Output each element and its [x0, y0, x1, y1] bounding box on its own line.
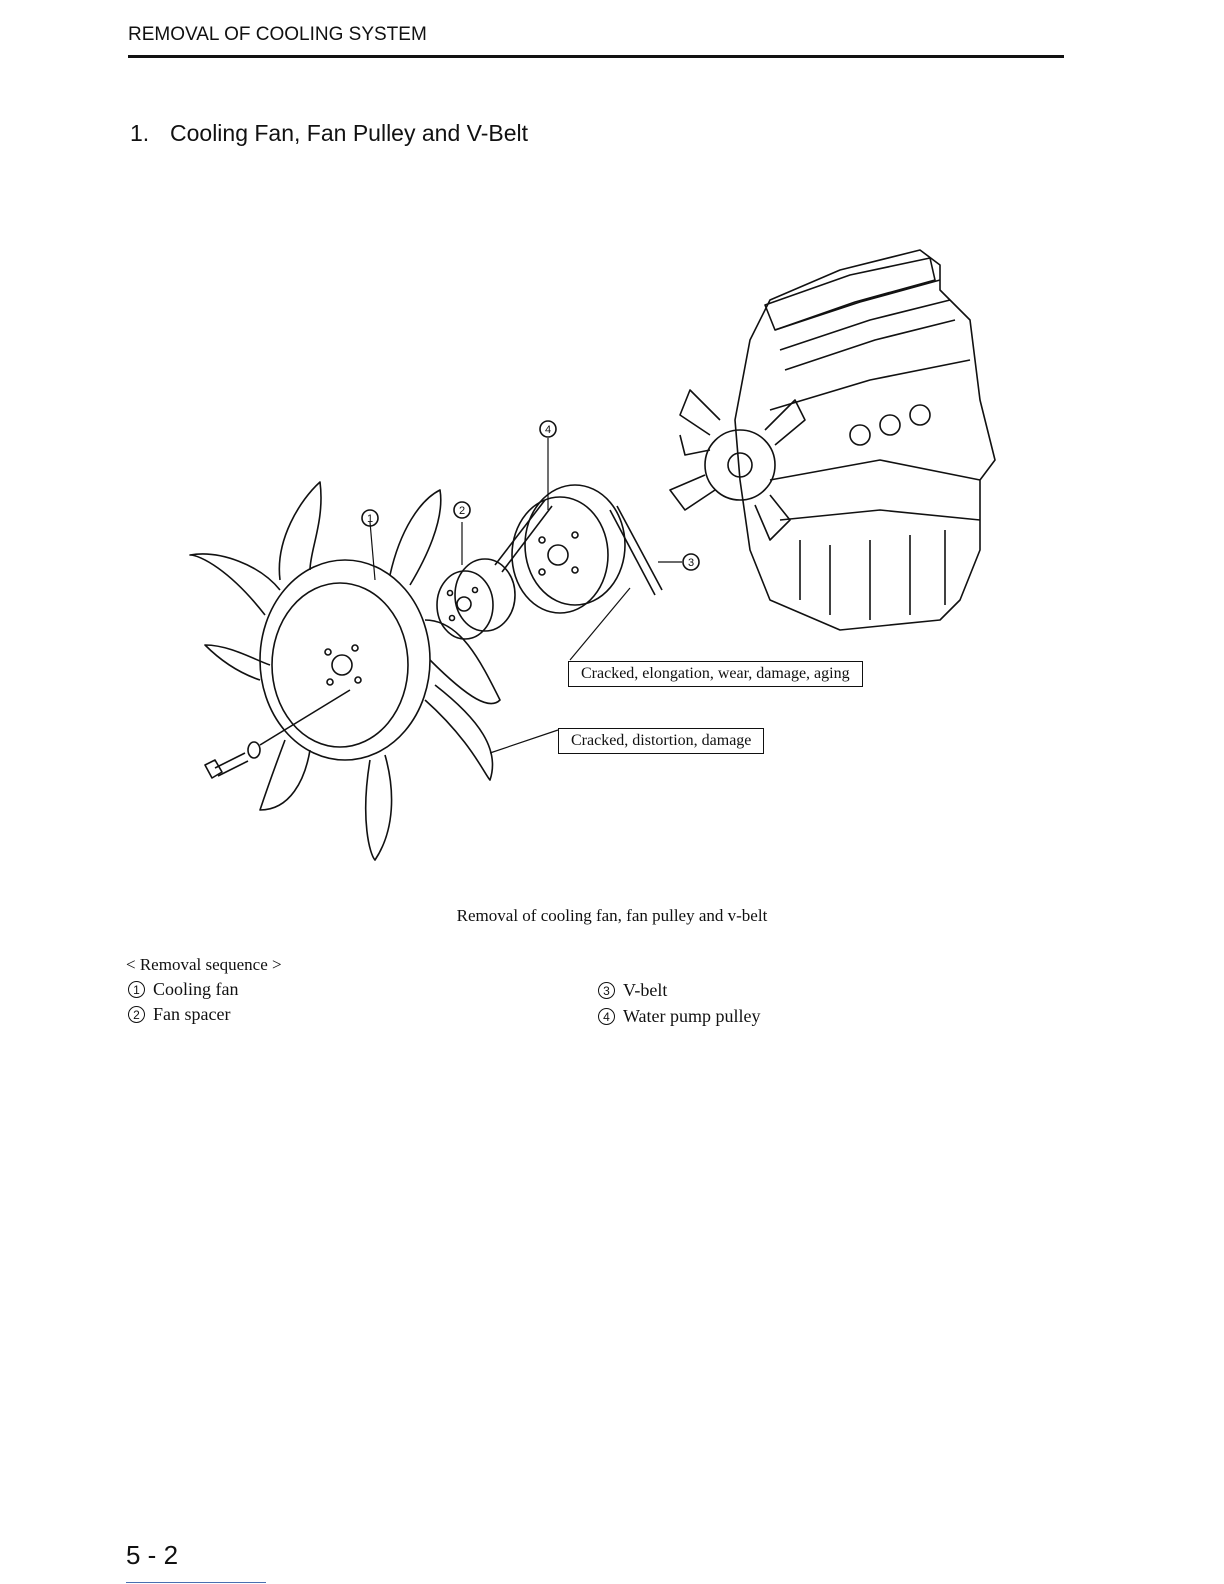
sequence-item-2: 2 Fan spacer [128, 1004, 230, 1025]
engine-block-drawing [670, 250, 995, 630]
marker-1: 1 [367, 513, 373, 525]
removal-sequence-title: < Removal sequence > [126, 955, 282, 975]
sequence-item-4: 4 Water pump pulley [598, 1006, 761, 1027]
sequence-label-2: Fan spacer [153, 1004, 230, 1025]
sequence-item-3: 3 V-belt [598, 980, 667, 1001]
marker-4: 4 [545, 424, 551, 436]
sequence-label-1: Cooling fan [153, 979, 239, 1000]
sequence-number-4: 4 [598, 1008, 615, 1025]
section-heading: 1.Cooling Fan, Fan Pulley and V-Belt [130, 120, 528, 147]
exploded-view-illustration: 1 2 4 3 [180, 220, 1020, 870]
bolt-washer-drawing [205, 690, 350, 778]
cooling-fan-drawing [190, 482, 500, 860]
marker-3: 3 [688, 557, 694, 569]
belt-inspection-callout: Cracked, elongation, wear, damage, aging [568, 661, 863, 687]
figure-caption: Removal of cooling fan, fan pulley and v… [0, 906, 1224, 926]
sequence-item-1: 1 Cooling fan [128, 979, 239, 1000]
header-title: REMOVAL OF COOLING SYSTEM [128, 24, 427, 46]
section-number: 1. [130, 120, 170, 147]
removal-diagram: 1 2 4 3 Cracked, elongation, wear, damag… [180, 220, 1020, 870]
water-pump-pulley-drawing [512, 485, 625, 613]
sequence-number-1: 1 [128, 981, 145, 998]
section-title: Cooling Fan, Fan Pulley and V-Belt [170, 120, 528, 146]
sequence-number-2: 2 [128, 1006, 145, 1023]
part-markers [362, 421, 699, 570]
header-rule [128, 55, 1064, 58]
page-number: 5 - 2 [126, 1540, 178, 1571]
footer-rule [126, 1582, 266, 1583]
sequence-number-3: 3 [598, 982, 615, 999]
marker-2: 2 [459, 505, 465, 517]
fan-inspection-callout: Cracked, distortion, damage [558, 728, 764, 754]
sequence-label-4: Water pump pulley [623, 1006, 761, 1027]
sequence-label-3: V-belt [623, 980, 667, 1001]
v-belt-drawing [495, 500, 662, 595]
